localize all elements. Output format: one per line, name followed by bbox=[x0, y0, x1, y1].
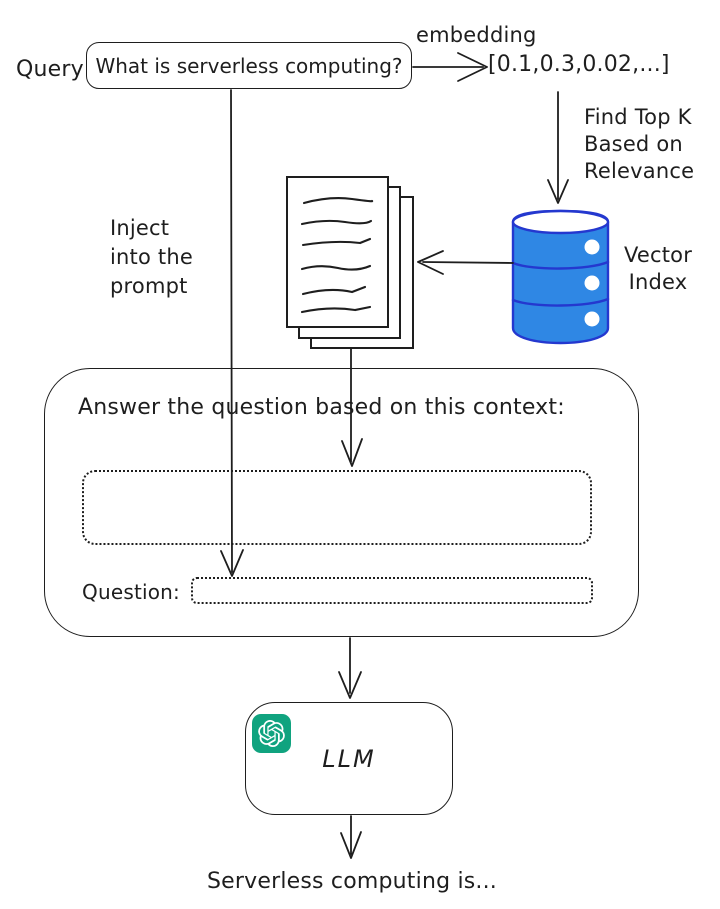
query-label: Query bbox=[16, 57, 84, 82]
llm-box: LLM bbox=[245, 702, 453, 815]
find-top-k-label: Find Top K Based on Relevance bbox=[584, 105, 695, 183]
query-text: What is serverless computing? bbox=[95, 53, 403, 78]
output-text: Serverless computing is... bbox=[207, 869, 497, 894]
vector-index-label: Vector Index bbox=[623, 243, 693, 294]
embedding-vector-text: [0.1,0.3,0.02,...] bbox=[488, 52, 670, 77]
embedding-to-index-arrow bbox=[547, 91, 569, 204]
llm-label: LLM bbox=[322, 744, 376, 773]
inject-into-prompt-label: Inject into the prompt bbox=[110, 216, 193, 298]
document-page-front bbox=[286, 176, 389, 328]
document-page-back bbox=[310, 196, 414, 349]
database-icon bbox=[511, 209, 610, 345]
openai-logo-icon bbox=[252, 714, 291, 753]
llm-to-output-arrow bbox=[340, 815, 362, 859]
question-label: Question: bbox=[82, 580, 180, 604]
database-top-ellipse bbox=[511, 209, 610, 235]
query-box: What is serverless computing? bbox=[86, 42, 412, 89]
query-embedding-arrow bbox=[412, 52, 488, 82]
prompt-instruction-text: Answer the question based on this contex… bbox=[78, 395, 565, 420]
document-page-middle bbox=[298, 186, 401, 339]
documents-icon bbox=[286, 176, 414, 349]
index-to-documents-arrow bbox=[417, 250, 514, 275]
question-placeholder-box bbox=[191, 577, 593, 604]
prompt-to-llm-arrow bbox=[338, 637, 362, 699]
document-text-lines bbox=[300, 197, 374, 314]
embedding-label: embedding bbox=[416, 23, 537, 47]
context-placeholder-box bbox=[82, 470, 592, 545]
